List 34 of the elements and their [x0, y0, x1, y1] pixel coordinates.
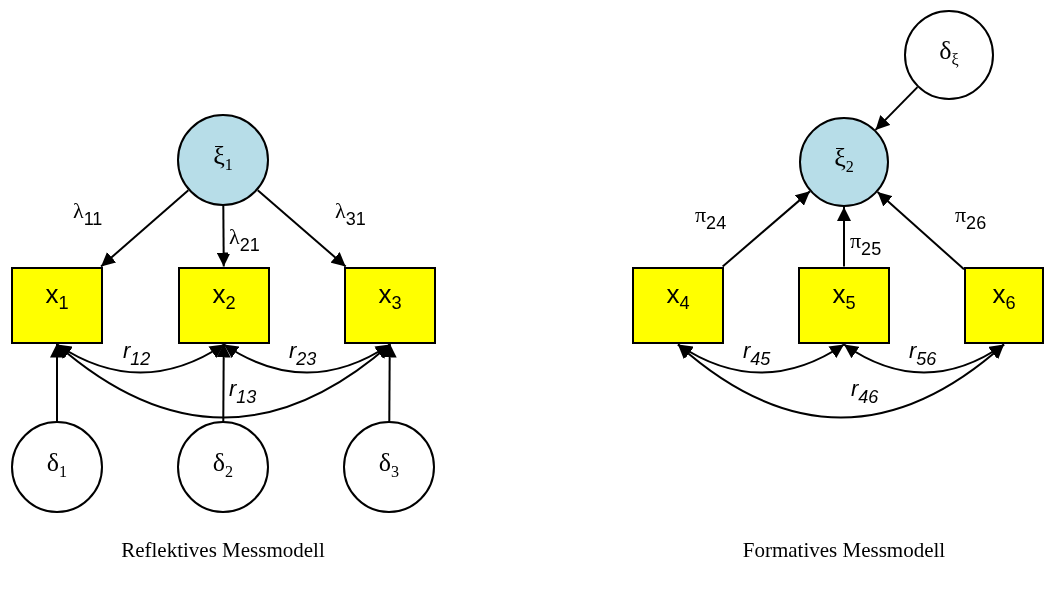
variable-symbol: x$_{5}$	[832, 281, 856, 313]
indicator-box	[964, 266, 1044, 344]
correlation-arrow	[677, 343, 1005, 419]
latent-variable-circle	[799, 117, 889, 207]
variable-symbol: x$_{1}$	[45, 281, 69, 313]
indicator-box	[178, 266, 270, 344]
variable-symbol: x$_{4}$	[666, 281, 690, 313]
path-arrow	[721, 190, 811, 268]
path-arrow	[876, 191, 965, 271]
path-arrow	[216, 342, 231, 422]
path-arrow	[874, 86, 919, 131]
indicator-box	[344, 266, 436, 344]
indicator-box	[11, 266, 103, 344]
model-caption: Reflektives Messmodell	[121, 538, 325, 563]
path-arrow	[216, 205, 231, 268]
variable-symbol: δ$_{2}$	[212, 450, 234, 480]
edge-label: λ$_{21}$	[228, 226, 261, 255]
path-arrow	[50, 342, 64, 422]
variable-symbol: x$_{2}$	[212, 281, 236, 313]
path-arrow	[100, 189, 190, 268]
correlation-arrow	[56, 343, 391, 419]
indicator-box	[632, 266, 724, 344]
variable-symbol: x$_{3}$	[378, 281, 402, 313]
variable-symbol: δ$_{ξ}$	[939, 38, 959, 68]
path-arrow	[256, 189, 347, 268]
variable-symbol: x$_{6}$	[992, 281, 1016, 313]
variable-symbol: δ$_{1}$	[46, 450, 68, 480]
path-arrow	[382, 342, 397, 422]
variable-symbol: ξ$_{1}$	[213, 143, 233, 173]
indicator-box	[798, 266, 890, 344]
variable-symbol: ξ$_{2}$	[834, 145, 854, 175]
path-arrow	[837, 206, 851, 268]
variable-symbol: δ$_{3}$	[378, 450, 400, 480]
model-caption: Formatives Messmodell	[742, 538, 946, 563]
